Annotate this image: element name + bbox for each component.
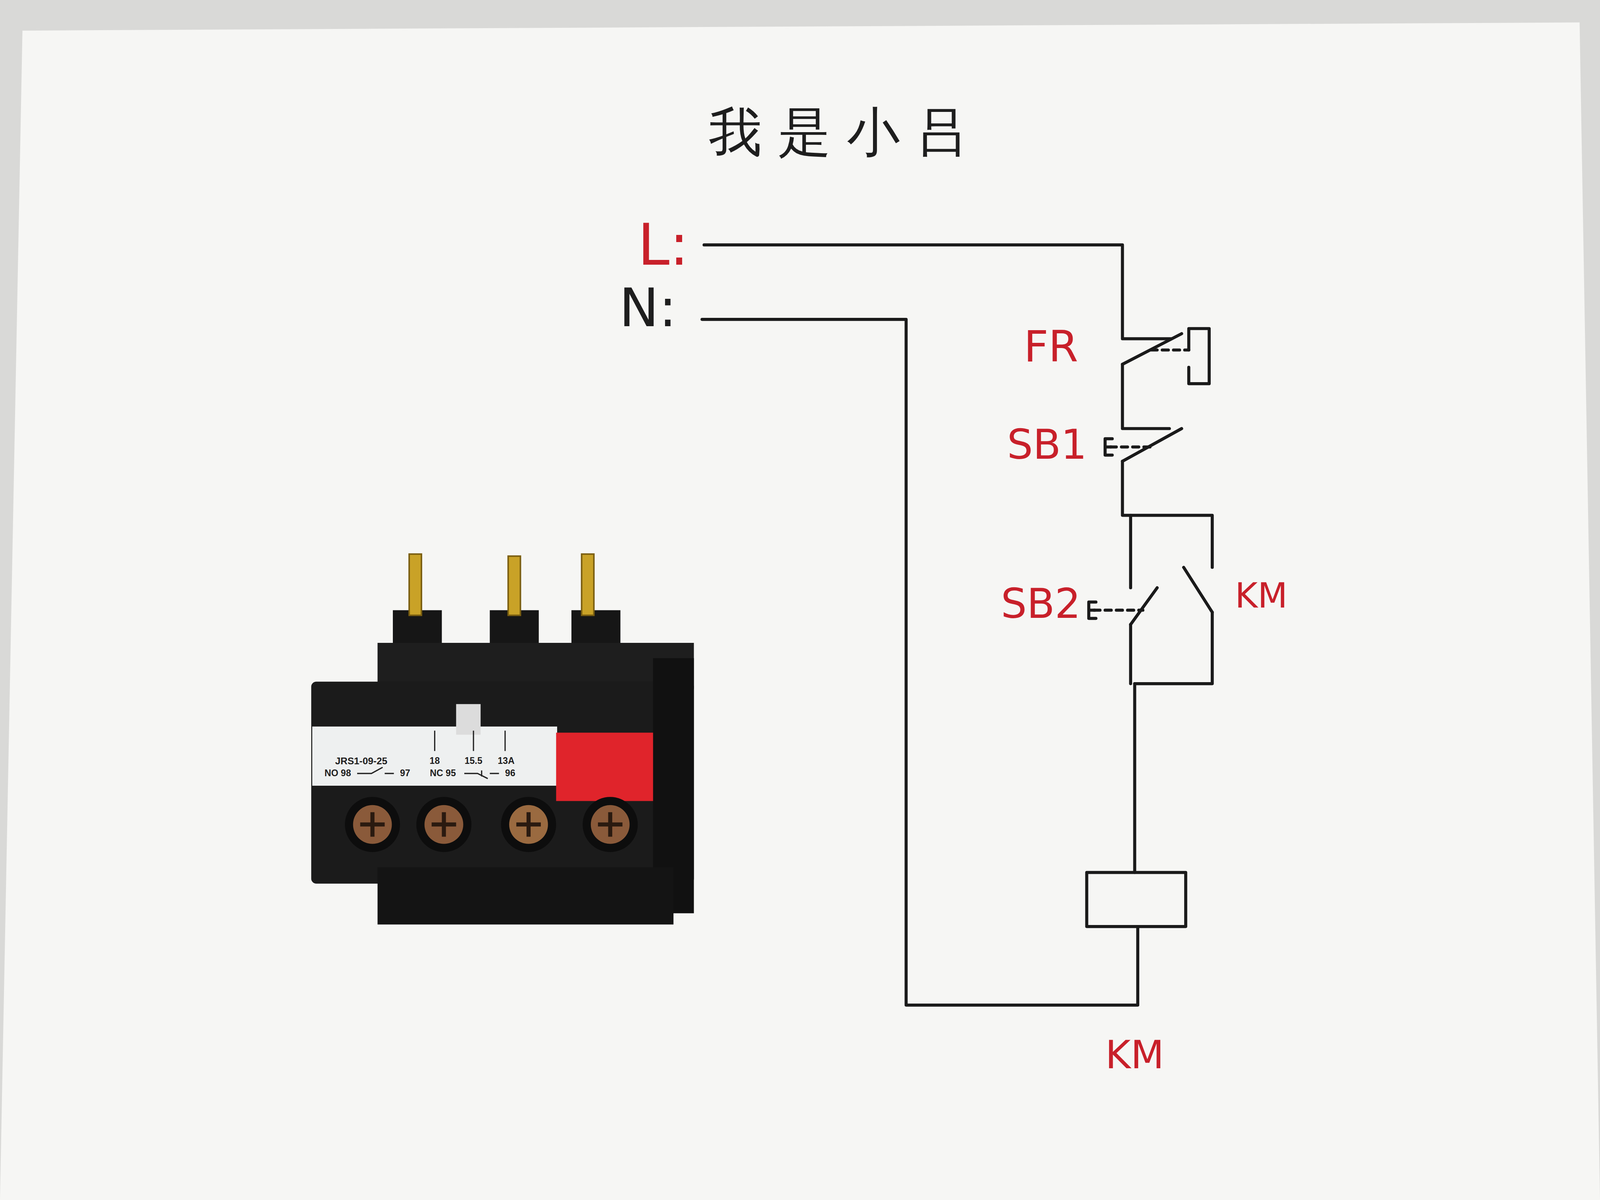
- branch-top: [1122, 461, 1213, 568]
- plate-marking: 18: [429, 756, 441, 766]
- circuit-label: N:: [619, 281, 677, 335]
- coil-feed: [1133, 683, 1137, 873]
- circuit-label: FR: [1023, 325, 1079, 369]
- fr-thermal-element: [1188, 328, 1210, 384]
- plate-marking: JRS1-09-25: [334, 756, 388, 766]
- circuit-label: L:: [637, 216, 689, 274]
- km-hold-contact: [1183, 567, 1213, 613]
- plate-marking: NC 95: [429, 769, 456, 779]
- plate-marking: 15.5: [464, 756, 483, 766]
- circuit-label: SB2: [1000, 583, 1081, 625]
- gold-pin: [581, 553, 595, 616]
- branch-bottom: [1130, 612, 1213, 684]
- live-wire: [703, 244, 1172, 339]
- circuit-label: KM: [1105, 1035, 1164, 1075]
- gold-pin: [409, 553, 422, 616]
- circuit-label: KM: [1234, 578, 1288, 614]
- sb2-blade: [1130, 587, 1158, 625]
- title: 我是小吕: [708, 105, 985, 160]
- sb2-actuator: [1094, 608, 1143, 612]
- sb1-actuator: [1110, 445, 1154, 449]
- coil-symbol: [1086, 872, 1186, 927]
- plate-marking: 13A: [497, 756, 515, 766]
- name-plate: [312, 726, 558, 786]
- gold-pin: [508, 555, 521, 616]
- plate-marks: [357, 730, 506, 779]
- slider: [455, 703, 481, 735]
- sb1-button-mark: [1105, 438, 1113, 456]
- paper-sheet: [0, 22, 1600, 1200]
- circuit-label: SB1: [1007, 424, 1087, 466]
- relay-body: [311, 681, 694, 884]
- sb1-stub: [1122, 364, 1170, 429]
- relay-base: [377, 867, 674, 925]
- sb2-stub: [1128, 515, 1133, 589]
- sb2-button-mark: [1088, 601, 1097, 619]
- neutral-wire: [701, 319, 1138, 1006]
- plate-marking: 97: [400, 769, 411, 779]
- plate-marking: 96: [505, 769, 516, 779]
- terminal-screws: [344, 796, 638, 852]
- control-wiring: [701, 244, 1213, 1006]
- thermal-relay-photo: [311, 553, 694, 925]
- plate-marking: NO 98: [324, 769, 352, 779]
- sb1-blade: [1122, 428, 1182, 462]
- reset-button: [555, 732, 653, 801]
- fr-linkage: [1151, 348, 1189, 352]
